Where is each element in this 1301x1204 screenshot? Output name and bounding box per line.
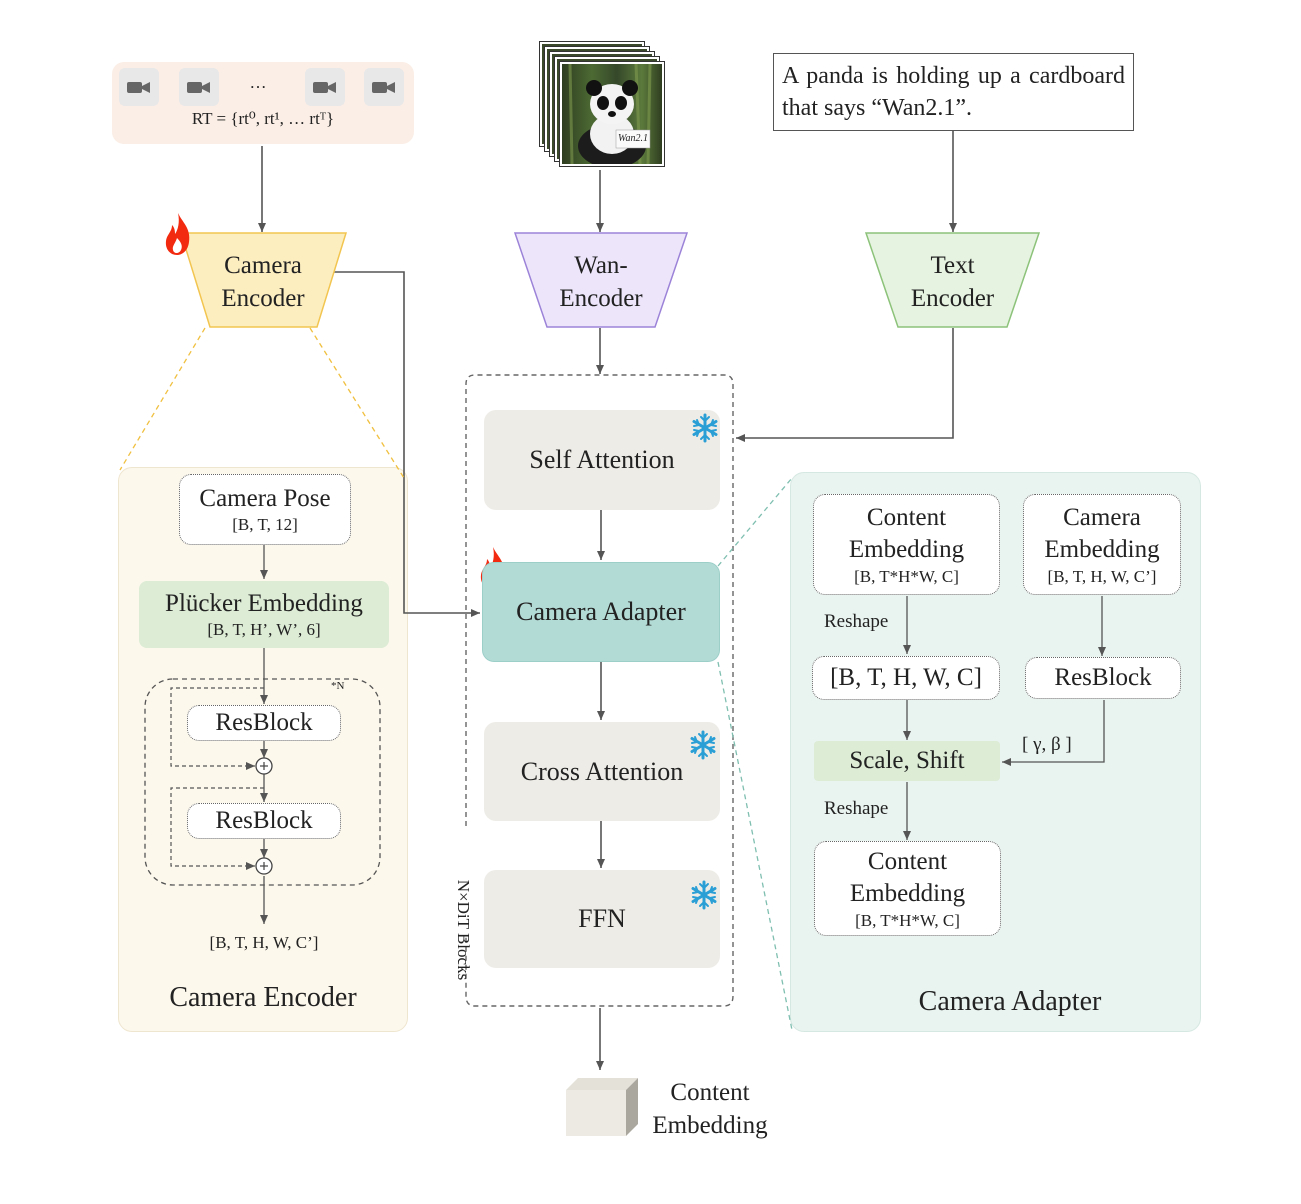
wan-encoder-label: Wan- Encoder — [559, 252, 643, 312]
adapter-content-embedding-title: Content Embedding — [848, 503, 965, 563]
camera-icon — [364, 68, 404, 106]
adapter-content-embedding-box: Content Embedding [B, T*H*W, C] — [813, 494, 1000, 595]
plucker-embedding-box: Plücker Embedding [B, T, H’, W’, 6] — [139, 581, 389, 648]
camera-encoder-output-shape: [B, T, H, W, C’] — [209, 933, 319, 952]
camera-encoder-panel-title: Camera Encoder — [169, 982, 357, 1013]
camera-icon — [179, 68, 219, 106]
camera-adapter-block: Camera Adapter — [482, 562, 720, 662]
camera-icon — [305, 68, 345, 106]
text-encoder-shape — [865, 232, 1041, 328]
camera-input-panel — [112, 62, 414, 144]
scale-shift-box: Scale, Shift — [814, 741, 1000, 781]
adapter-resblock-box: ResBlock — [1025, 657, 1181, 699]
cross-attention-label: Cross Attention — [520, 756, 684, 786]
plucker-embedding-title: Plücker Embedding — [165, 589, 363, 617]
frozen-snowflake-icon — [690, 730, 716, 760]
trainable-flame-icon — [165, 213, 190, 255]
panda-sign-text: Wan2.1 — [618, 133, 648, 144]
frozen-snowflake-icon — [691, 880, 717, 910]
adapter-camera-embedding-box: Camera Embedding [B, T, H, W, C’] — [1023, 494, 1181, 595]
video-frames: Wan2.1 — [539, 41, 665, 167]
cross-attention-block: Cross Attention — [484, 722, 720, 821]
dit-blocks-label: N×DiT Blocks — [454, 879, 473, 981]
gamma-beta-label: [ γ, β ] — [1022, 734, 1072, 755]
camera-pose-title: Camera Pose — [199, 484, 331, 512]
resblock-1: ResBlock — [187, 705, 341, 741]
frozen-snowflake-icon — [692, 413, 718, 443]
adapter-bthwc-box: [B, T, H, W, C] — [812, 656, 1000, 700]
adapter-camera-embedding-title: Camera Embedding — [1044, 503, 1160, 563]
output-content-embedding-label: Content Embedding — [652, 1079, 768, 1139]
adapter-bthwc-label: [B, T, H, W, C] — [830, 664, 982, 691]
camera-adapter-panel-title: Camera Adapter — [918, 986, 1102, 1017]
resblock-2-label: ResBlock — [215, 807, 313, 834]
reshape-label-1: Reshape — [824, 611, 889, 632]
adapter-resblock-label: ResBlock — [1054, 664, 1152, 691]
camera-trajectory-formula: RT = {rt⁰, rt¹, … rtᵀ} — [191, 109, 335, 128]
text-encoder-label: Text Encoder — [910, 252, 995, 312]
resblock-2: ResBlock — [187, 803, 341, 839]
wan-encoder-shape — [514, 232, 689, 328]
plucker-embedding-shape: [B, T, H’, W’, 6] — [207, 619, 321, 639]
scale-shift-label: Scale, Shift — [849, 747, 965, 774]
text-prompt: A panda is holding up a cardboard that s… — [782, 63, 1125, 121]
adapter-content-embedding-shape: [B, T*H*W, C] — [854, 566, 959, 586]
camera-encoder-shape — [180, 232, 348, 328]
reshape-label-2: Reshape — [824, 798, 889, 819]
camera-icon-row: … RT = {rt⁰, rt¹, … rtᵀ} — [112, 62, 414, 144]
panda-image: Wan2.1 — [559, 61, 665, 167]
camera-adapter-label: Camera Adapter — [516, 597, 686, 626]
ffn-label: FFN — [578, 904, 626, 933]
adapter-camera-embedding-shape: [B, T, H, W, C’] — [1047, 566, 1157, 586]
adapter-output-content-shape: [B, T*H*W, C] — [855, 910, 960, 930]
adapter-output-content-embedding-box: Content Embedding [B, T*H*W, C] — [814, 841, 1001, 936]
self-attention-block: Self Attention — [484, 410, 720, 510]
text-prompt-box: A panda is holding up a cardboard that s… — [773, 53, 1134, 131]
camera-pose-box: Camera Pose [B, T, 12] — [179, 474, 351, 545]
self-attention-label: Self Attention — [529, 445, 675, 474]
resblock-1-label: ResBlock — [215, 709, 313, 736]
ffn-block: FFN — [484, 870, 720, 968]
camera-encoder-label: Camera Encoder — [221, 252, 305, 312]
camera-pose-shape: [B, T, 12] — [232, 514, 298, 534]
content-embedding-cube — [566, 1078, 638, 1136]
camera-icon — [119, 68, 159, 106]
repeat-n-label: *N — [331, 680, 345, 692]
camera-ellipsis: … — [249, 73, 267, 92]
adapter-output-content-title: Content Embedding — [849, 847, 966, 907]
